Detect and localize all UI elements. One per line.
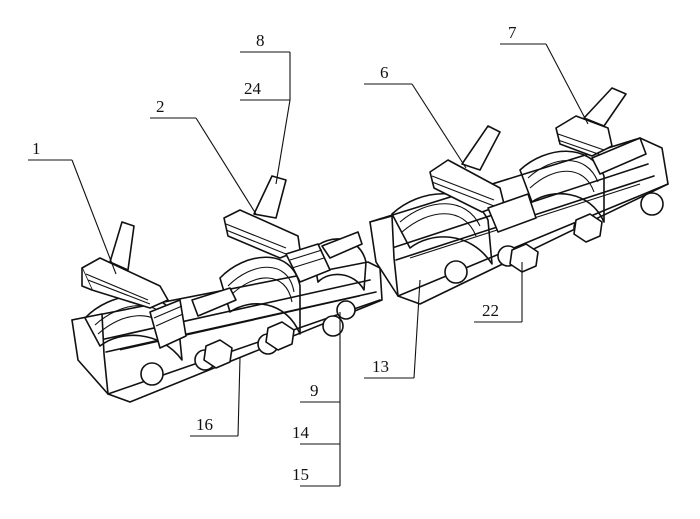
right-end-block <box>369 215 399 297</box>
clamp-band <box>219 256 301 335</box>
cutter-2 <box>223 175 363 283</box>
leader-lines <box>28 43 589 487</box>
label-15: 15 <box>292 465 309 484</box>
clamp-band <box>391 192 493 265</box>
hex-nut <box>265 321 295 351</box>
clamp-band <box>311 238 367 291</box>
label-24: 24 <box>244 79 262 98</box>
label-22: 22 <box>482 301 499 320</box>
label-6: 6 <box>380 63 389 82</box>
pin-9 <box>336 300 356 320</box>
cutter-1 <box>81 221 237 349</box>
clamp-band <box>84 294 183 361</box>
clamp-band <box>519 150 605 223</box>
rail-hole <box>322 315 344 337</box>
label-1: 1 <box>32 139 41 158</box>
hex-nut <box>203 339 233 369</box>
cutter-7 <box>555 87 647 175</box>
rail-hole <box>140 362 164 386</box>
label-9: 9 <box>310 381 319 400</box>
label-2: 2 <box>156 97 165 116</box>
left-end-block <box>71 313 109 395</box>
rail-hole <box>640 192 664 216</box>
hex-nut-22 <box>509 243 539 273</box>
cutter-6 <box>429 125 537 233</box>
label-14: 14 <box>292 423 310 442</box>
rail-hole <box>444 260 468 284</box>
label-7: 7 <box>508 23 517 42</box>
hex-nut <box>573 213 603 243</box>
part-labels: 1 2 8 24 6 7 9 14 15 13 16 22 <box>32 23 517 484</box>
label-16: 16 <box>196 415 213 434</box>
label-13: 13 <box>372 357 389 376</box>
label-8: 8 <box>256 31 265 50</box>
left-rail-assembly <box>71 238 383 403</box>
